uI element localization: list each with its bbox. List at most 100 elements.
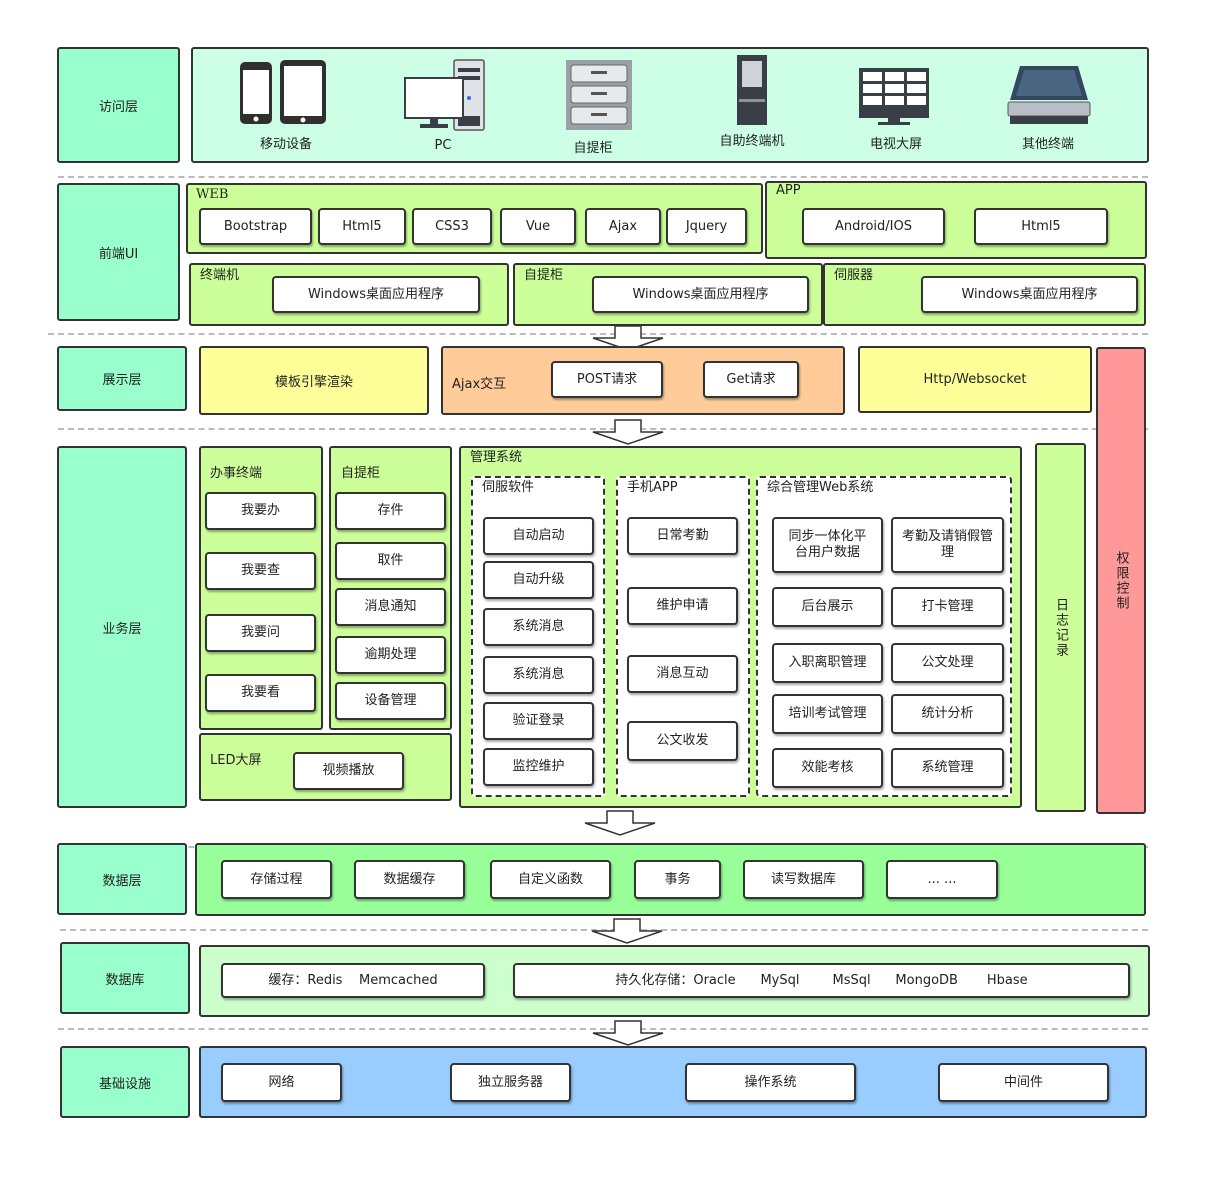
down-arrow-icon [591, 325, 665, 351]
web-item-jquery: Jquery [666, 208, 747, 245]
get-request-box: Get请求 [703, 361, 799, 398]
server-software-item: 系统消息 [483, 608, 594, 646]
device-label: 移动设备 [259, 137, 312, 152]
web-mgmt-item: 考勤及请销假管理 [891, 517, 1004, 573]
led-item: 视频播放 [293, 752, 404, 790]
app-item-html5: Html5 [974, 208, 1108, 245]
scanner-icon [1006, 64, 1092, 128]
separator [58, 428, 1148, 430]
cabinet-item: 取件 [335, 542, 446, 580]
mobile-app-item: 消息互动 [627, 655, 738, 693]
cabinet-frontend-title: 自提柜 [524, 268, 564, 283]
device-label: 自助终端机 [719, 134, 785, 149]
data-item: 读写数据库 [743, 860, 864, 899]
server-item: Windows桌面应用程序 [921, 276, 1138, 313]
log-record-column: 日志记录 [1035, 443, 1086, 812]
data-item: 自定义函数 [490, 860, 611, 899]
cabinet-item: 存件 [335, 492, 446, 530]
web-mgmt-item: 同步一体化平台用户数据 [772, 517, 883, 573]
layer-label-database: 数据库 [60, 942, 190, 1014]
permission-control-column: 权限控制 [1096, 347, 1146, 814]
server-software-item: 自动启动 [483, 517, 594, 555]
app-title: APP [776, 183, 801, 198]
template-render-box: 模板引擎渲染 [199, 346, 429, 415]
web-title: WEB [196, 187, 229, 202]
mobile-app-title: 手机APP [627, 480, 678, 495]
down-arrow-icon [590, 918, 664, 944]
web-item-html5: Html5 [318, 208, 406, 245]
ajax-title: Ajax交互 [452, 377, 507, 392]
led-title: LED大屏 [210, 753, 262, 768]
terminal-title: 终端机 [200, 268, 240, 283]
cabinet-frontend-item: Windows桌面应用程序 [592, 276, 809, 313]
cabinet-item: 设备管理 [335, 682, 446, 720]
infra-item: 操作系统 [685, 1063, 856, 1102]
server-software-item: 系统消息 [483, 656, 594, 694]
layer-label-business: 业务层 [57, 446, 187, 808]
office-item: 我要看 [205, 674, 316, 712]
post-request-box: POST请求 [551, 361, 663, 398]
web-mgmt-item: 后台展示 [772, 587, 883, 627]
app-item-android-ios: Android/IOS [802, 208, 945, 245]
web-mgmt-item: 统计分析 [891, 694, 1004, 734]
http-websocket-box: Http/Websocket [858, 346, 1092, 413]
device-label: 自提柜 [573, 141, 613, 156]
infra-item: 独立服务器 [450, 1063, 571, 1102]
layer-label-frontend: 前端UI [57, 183, 180, 321]
office-terminal-title: 办事终端 [210, 466, 263, 481]
tv-wall-icon [858, 68, 930, 126]
access-panel [191, 47, 1149, 163]
server-software-item: 验证登录 [483, 702, 594, 740]
cabinet-item: 消息通知 [335, 588, 446, 626]
separator [58, 176, 1148, 178]
server-software-item: 监控维护 [483, 748, 594, 786]
kiosk-icon [735, 55, 769, 125]
web-mgmt-item: 打卡管理 [891, 587, 1004, 627]
server-software-title: 伺服软件 [482, 480, 535, 495]
separator [48, 333, 1148, 335]
web-item-css3: CSS3 [412, 208, 492, 245]
mobile-app-item: 维护申请 [627, 587, 738, 625]
office-item: 我要办 [205, 492, 316, 530]
server-title: 伺服器 [834, 268, 874, 283]
layer-label-infrastructure: 基础设施 [60, 1046, 190, 1118]
layer-label-access: 访问层 [57, 47, 180, 163]
data-item: 事务 [634, 860, 721, 899]
data-item: 数据缓存 [354, 860, 465, 899]
web-item-bootstrap: Bootstrap [199, 208, 312, 245]
device-label: 电视大屏 [869, 137, 922, 152]
persistent-storage-box: 持久化存储：Oracle MySql MsSql MongoDB Hbase [513, 963, 1130, 998]
device-label: 其他终端 [1021, 137, 1074, 152]
infra-item: 中间件 [938, 1063, 1109, 1102]
web-item-vue: Vue [500, 208, 576, 245]
infra-item: 网络 [221, 1063, 342, 1102]
web-mgmt-item: 公文处理 [891, 643, 1004, 683]
cache-box: 缓存：Redis Memcached [221, 963, 485, 998]
data-item: ... ... [886, 860, 998, 899]
terminal-item: Windows桌面应用程序 [272, 276, 480, 313]
down-arrow-icon [583, 810, 657, 836]
cabinet-item: 逾期处理 [335, 636, 446, 674]
down-arrow-icon [591, 419, 665, 445]
web-mgmt-title: 综合管理Web系统 [767, 480, 874, 495]
web-mgmt-item: 培训考试管理 [772, 694, 883, 734]
device-label: PC [434, 138, 452, 153]
layer-label-data: 数据层 [57, 843, 187, 915]
layer-label-presentation: 展示层 [57, 346, 187, 411]
mobile-devices-icon [238, 60, 328, 126]
web-mgmt-item: 入职离职管理 [772, 643, 883, 683]
separator [60, 929, 1148, 931]
mgmt-system-title: 管理系统 [470, 450, 523, 465]
separator [58, 1028, 1148, 1030]
server-software-item: 自动升级 [483, 561, 594, 599]
web-mgmt-item: 系统管理 [891, 748, 1004, 788]
cabinet-business-title: 自提柜 [341, 466, 381, 481]
office-item: 我要问 [205, 614, 316, 652]
web-mgmt-item: 效能考核 [772, 748, 883, 788]
office-item: 我要查 [205, 552, 316, 590]
data-item: 存储过程 [221, 860, 332, 899]
web-item-ajax: Ajax [585, 208, 661, 245]
pc-icon [404, 58, 486, 132]
mobile-app-item: 日常考勤 [627, 517, 738, 555]
down-arrow-icon [591, 1020, 665, 1046]
